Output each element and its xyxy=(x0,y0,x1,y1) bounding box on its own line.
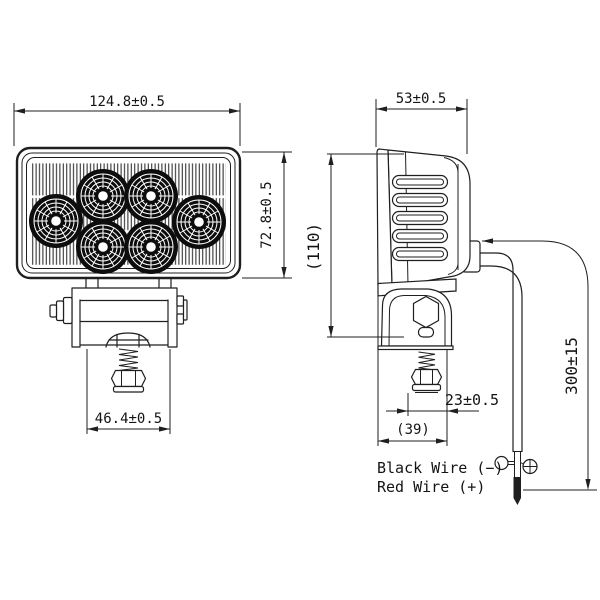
dim-wire-length-text: 300±15 xyxy=(562,337,581,395)
pivot-right-top xyxy=(176,295,185,307)
hex-nut xyxy=(110,369,147,388)
front-view: 124.8±0.5 72.8±0.5 46.4±0.5 xyxy=(13,94,292,434)
led-lens-icon xyxy=(171,194,227,250)
dim-bolt-offset-text: 23±0.5 xyxy=(445,391,499,409)
bolt-spring-side xyxy=(418,351,436,371)
dim-side-depth: 53±0.5 xyxy=(375,91,468,154)
front-bezel-line-1 xyxy=(21,152,236,274)
pivot-right-bar xyxy=(182,299,188,321)
dim-front-width: 124.8±0.5 xyxy=(13,94,241,146)
side-view: 53±0.5 (110) 23±0.5 (39) 300±15 xyxy=(304,91,597,505)
pivot-bolt-washer xyxy=(55,300,65,322)
red-wire-label: Red Wire (+) xyxy=(377,478,485,496)
led-lens-icon xyxy=(28,193,84,249)
hex-nut-side xyxy=(410,368,443,386)
dim-bracket-width: 46.4±0.5 xyxy=(86,349,171,434)
pivot-right-bottom xyxy=(176,313,185,325)
ring-terminal-icon xyxy=(494,455,509,471)
pivot-bolt-head xyxy=(49,304,58,318)
dim-bracket-depth-text: (39) xyxy=(396,422,430,438)
pivot-hex-bolt xyxy=(412,295,440,329)
dim-front-height-text: 72.8±0.5 xyxy=(259,181,275,248)
power-wire xyxy=(479,252,538,505)
front-bezel-line-2 xyxy=(26,157,231,269)
led-lens-icon xyxy=(75,219,131,275)
bracket-foot xyxy=(377,345,454,351)
nut-washer xyxy=(112,385,145,393)
led-lens-icon xyxy=(75,168,131,224)
pivot-bolt-collar xyxy=(417,326,435,338)
dim-bracket-depth: (39) xyxy=(377,292,447,446)
dim-bracket-width-text: 46.4±0.5 xyxy=(95,411,162,427)
dim-side-depth-text: 53±0.5 xyxy=(396,91,447,107)
dim-front-height: 72.8±0.5 xyxy=(242,151,292,279)
wire-end xyxy=(513,477,521,498)
dim-side-height-text: (110) xyxy=(304,223,323,271)
dim-bolt-offset: 23±0.5 xyxy=(386,349,499,446)
led-lens-icon xyxy=(123,168,179,224)
heatsink-slots xyxy=(391,174,449,262)
front-mounting-bracket xyxy=(49,277,188,393)
dim-side-height: (110) xyxy=(304,153,404,338)
side-mounting-bracket xyxy=(377,288,454,393)
nut-washer-side xyxy=(411,383,442,392)
bolt-spring xyxy=(118,348,139,371)
led-lens-icon xyxy=(123,219,179,275)
black-wire-label: Black Wire (−) xyxy=(377,459,503,477)
dim-front-width-text: 124.8±0.5 xyxy=(89,94,165,110)
pivot-bolt-left xyxy=(62,296,73,325)
dim-wire-length: 300±15 xyxy=(482,238,597,491)
